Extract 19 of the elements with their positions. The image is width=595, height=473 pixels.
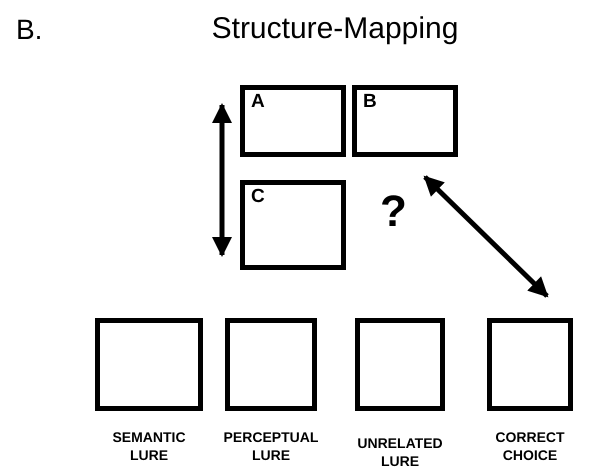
option-caption: SEMANTIC LURE bbox=[111, 428, 187, 464]
empty-box bbox=[225, 318, 317, 411]
box-letter: A bbox=[251, 90, 265, 114]
empty-box bbox=[487, 318, 573, 411]
panel-letter: B. bbox=[16, 16, 42, 44]
empty-box bbox=[355, 318, 445, 411]
panel-box bbox=[240, 180, 346, 270]
question-mark: ? bbox=[380, 190, 407, 234]
double-arrow bbox=[423, 175, 549, 298]
box-letter: C bbox=[251, 185, 265, 209]
panel-box bbox=[352, 85, 458, 157]
empty-box bbox=[95, 318, 203, 411]
option-caption: PERCEPTUAL LURE bbox=[222, 428, 320, 464]
option-caption: CORRECT CHOICE bbox=[494, 428, 566, 464]
title: Structure-Mapping bbox=[210, 14, 460, 44]
double-arrow bbox=[212, 103, 232, 257]
option-caption: UNRELATED LURE bbox=[356, 434, 444, 470]
panel-box bbox=[240, 85, 346, 157]
box-letter: B bbox=[363, 90, 377, 114]
